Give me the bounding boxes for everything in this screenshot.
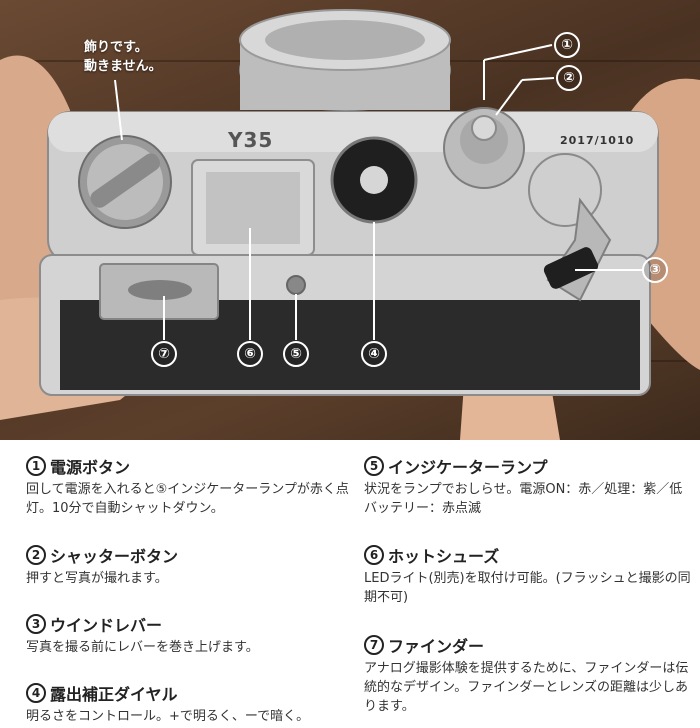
desc-shutter-button: 2 シャッターボタン 押すと写真が撮れます。 [26, 543, 356, 588]
callout-7: ⑦ [151, 341, 177, 367]
decorative-note-line: 飾りです。 [84, 40, 148, 55]
callout-4: ④ [361, 341, 387, 367]
desc-exposure-dial: 4 露出補正ダイヤル 明るさをコントロール。+で明るく、ーで暗く。 [26, 681, 356, 726]
desc-heading: 7 ファインダー [364, 633, 694, 657]
desc-body: 回して電源を入れると⑤インジケーターランプが赤く点灯。10分で自動シャットダウン… [26, 482, 349, 516]
desc-body: 写真を撮る前にレバーを巻き上げます。 [26, 640, 259, 655]
decorative-note: 飾りです。 動きません。 [84, 38, 162, 76]
desc-number: 1 [26, 456, 46, 476]
desc-wind-lever: 3 ウインドレバー 写真を撮る前にレバーを巻き上げます。 [26, 612, 356, 657]
desc-power-button: 1 電源ボタン 回して電源を入れると⑤インジケーターランプが赤く点灯。10分で自… [26, 454, 356, 518]
desc-heading: 4 露出補正ダイヤル [26, 681, 356, 705]
desc-body: LEDライト(別売)を取付け可能。(フラッシュと撮影の同期不可) [364, 571, 691, 605]
callout-2: ② [556, 65, 582, 91]
desc-heading: 6 ホットシューズ [364, 543, 694, 567]
desc-title: ウインドレバー [50, 616, 163, 635]
decorative-note-line: 動きません。 [84, 59, 162, 74]
desc-number: 2 [26, 545, 46, 565]
desc-number: 3 [26, 614, 46, 634]
desc-title: ファインダー [388, 637, 485, 656]
desc-number: 4 [26, 683, 46, 703]
desc-hot-shoe: 6 ホットシューズ LEDライト(別売)を取付け可能。(フラッシュと撮影の同期不… [364, 543, 694, 607]
desc-title: シャッターボタン [50, 547, 179, 566]
camera-photo: 飾りです。 動きません。 Y35 2017/1010 ① ② ③ ④ ⑤ ⑥ ⑦ [0, 0, 700, 440]
desc-heading: 3 ウインドレバー [26, 612, 356, 636]
desc-finder: 7 ファインダー アナログ撮影体験を提供するために、ファインダーは伝統的なデザイ… [364, 633, 694, 716]
desc-title: ホットシューズ [388, 547, 500, 566]
callout-1: ① [554, 32, 580, 58]
desc-title: 電源ボタン [50, 458, 131, 477]
desc-title: インジケーターランプ [388, 458, 548, 477]
desc-number: 7 [364, 635, 384, 655]
desc-heading: 2 シャッターボタン [26, 543, 356, 567]
callout-6: ⑥ [237, 341, 263, 367]
desc-body: 押すと写真が撮れます。 [26, 571, 168, 586]
desc-indicator-lamp: 5 インジケーターランプ 状況をランプでおしらせ。電源ON：赤／処理：紫／低バッ… [364, 454, 694, 518]
callout-5: ⑤ [283, 341, 309, 367]
desc-number: 5 [364, 456, 384, 476]
desc-number: 6 [364, 545, 384, 565]
callout-3: ③ [642, 257, 668, 283]
desc-heading: 1 電源ボタン [26, 454, 356, 478]
desc-title: 露出補正ダイヤル [50, 685, 178, 704]
camera-brand-text: Y35 [228, 128, 274, 152]
desc-body: アナログ撮影体験を提供するために、ファインダーは伝統的なデザイン。ファインダーと… [364, 661, 689, 714]
desc-body: 状況をランプでおしらせ。電源ON：赤／処理：紫／低バッテリー：赤点滅 [364, 482, 683, 516]
camera-date-text: 2017/1010 [560, 134, 635, 147]
camera-illustration [0, 9, 700, 440]
desc-body: 明るさをコントロール。+で明るく、ーで暗く。 [26, 709, 310, 724]
desc-heading: 5 インジケーターランプ [364, 454, 694, 478]
